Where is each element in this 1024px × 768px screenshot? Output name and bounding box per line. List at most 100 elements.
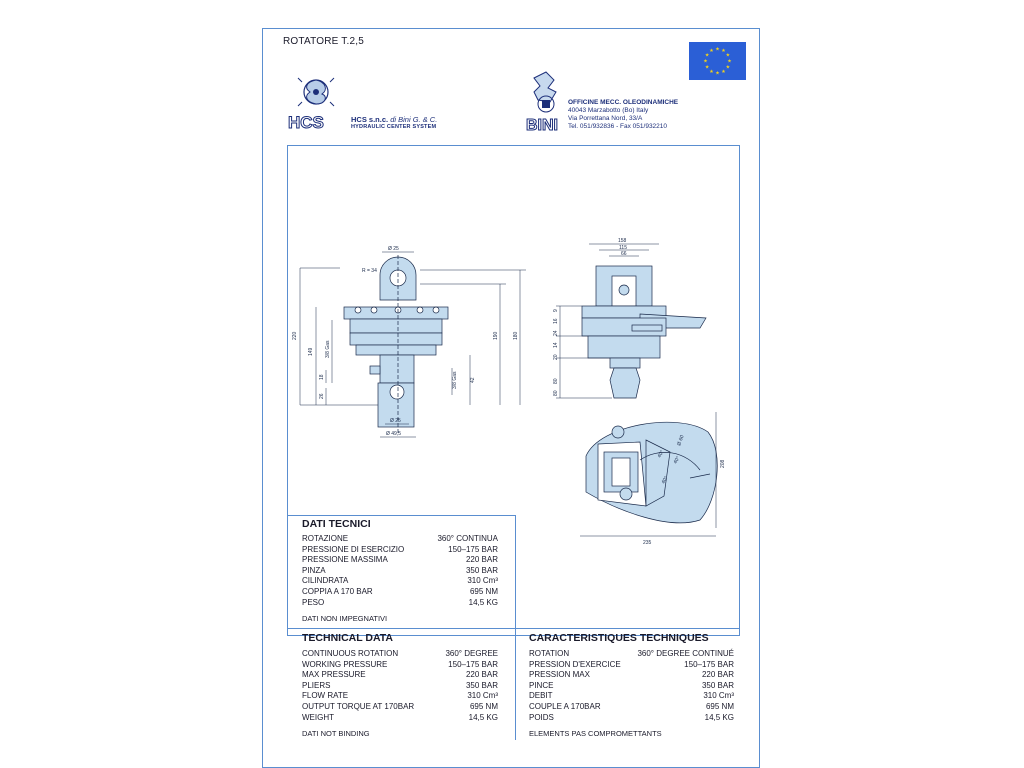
dim-side-24: 24 (553, 330, 559, 336)
dim-front-220: 220 (292, 331, 298, 340)
dim-front-3-8-gas-b: 3/8 Gas (452, 371, 458, 389)
spec-value: 360° DEGREE (445, 649, 498, 658)
eu-star-icon: ★ (721, 69, 726, 75)
eu-flag-icon: ★★★★★★★★★★★★ (689, 42, 746, 80)
drawing-frame (287, 145, 740, 636)
dim-side-80-b: 80 (553, 390, 559, 396)
spec-value: 310 Cm³ (467, 576, 498, 586)
bini-phone: Tel. 051/932836 - Fax 051/932210 (568, 123, 668, 130)
spec-label: PRESSION D'EXERCICE (529, 659, 621, 669)
bini-street: Via Porrettana Nord, 33/A (568, 115, 643, 122)
dim-side-66: 66 (621, 251, 627, 257)
fr-spec-list: ROTATION 360° DEGREE CONTINUÉ PRESSION D'E… (529, 649, 734, 723)
dim-front-190: 190 (493, 331, 499, 340)
hcs-logo-text: HCS (288, 113, 324, 132)
eu-star-icon: ★ (721, 48, 726, 54)
spec-label: WEIGHT (302, 712, 334, 722)
fr-note: ELEMENTS PAS COMPROMETTANTS (529, 729, 662, 738)
document-title: ROTATORE T.2,5 (283, 36, 364, 47)
hcs-logo-icon: HCS (288, 77, 335, 133)
dim-top-235: 235 (643, 540, 652, 546)
spec-row: WEIGHT 14,5 KG (302, 713, 498, 724)
spec-label: PINZA (302, 565, 326, 575)
spec-label: PRESSIONE MASSIMA (302, 555, 388, 565)
spec-row: ROTAZIONE 360° CONTINUA (302, 534, 498, 545)
dim-top-angle-1: 40° (657, 449, 666, 459)
spec-value: 310 Cm³ (467, 691, 498, 701)
spec-row: PLIERS 350 BAR (302, 681, 498, 692)
dim-front-42: 42 (470, 377, 476, 383)
fr-heading: CARACTERISTIQUES TECHNIQUES (529, 632, 709, 644)
spec-row: CILINDRATA 310 Cm³ (302, 576, 498, 587)
dim-top-angle-3: 40° (661, 475, 670, 485)
table-divider (287, 628, 740, 629)
en-fr-divider (515, 628, 516, 740)
it-heading: DATI TECNICI (302, 518, 371, 530)
spec-label: CILINDRATA (302, 576, 349, 586)
bini-logo-icon: BINI (526, 71, 559, 134)
spec-value: 360° DEGREE CONTINUÉ (637, 649, 734, 658)
spec-label: ROTAZIONE (302, 534, 349, 543)
dim-front-149: 149 (308, 347, 314, 356)
bini-logo-text: BINI (526, 117, 558, 134)
spec-label: CONTINUOUS ROTATION (302, 649, 399, 658)
spec-value: 350 BAR (465, 680, 498, 690)
spec-label: POIDS (529, 712, 554, 722)
it-note: DATI NON IMPEGNATIVI (302, 614, 388, 623)
en-note: DATI NOT BINDING (302, 729, 370, 738)
it-box-top (287, 515, 515, 516)
spec-label: PRESSION MAX (529, 670, 590, 680)
spec-value: 695 NM (469, 701, 498, 711)
spec-value: 350 BAR (701, 680, 734, 690)
dim-front-d49: Ø 49,5 (386, 431, 401, 437)
bini-address-block: OFFICINE MECC. OLEODINAMICHE 40043 Marza… (568, 99, 678, 131)
spec-label: PRESSIONE DI ESERCIZIO (302, 544, 405, 554)
spec-label: MAX PRESSURE (302, 670, 366, 680)
eu-star-icon: ★ (715, 71, 720, 77)
eu-star-icon: ★ (715, 47, 720, 53)
it-box-right (515, 515, 516, 628)
eu-star-icon: ★ (705, 65, 710, 71)
dim-front-180: 180 (513, 331, 519, 340)
spec-label: FLOW RATE (302, 691, 349, 701)
dim-side-80: 80 (553, 378, 559, 384)
dim-side-158: 158 (618, 238, 627, 244)
dim-top-angle-2: 40° (673, 455, 682, 465)
spec-value: 350 BAR (465, 565, 498, 575)
spec-row: POIDS 14,5 KG (529, 713, 734, 724)
dim-side-16: 16 (553, 318, 559, 324)
spec-row: PINZA 350 BAR (302, 566, 498, 577)
eu-star-icon: ★ (726, 65, 731, 71)
spec-value: 220 BAR (701, 670, 734, 680)
dim-side-9: 9 (553, 309, 559, 312)
spec-row: CONTINUOUS ROTATION 360° DEGREE (302, 649, 498, 660)
en-heading: TECHNICAL DATA (302, 632, 393, 644)
spec-value: 695 NM (705, 701, 734, 711)
dim-top-center: Ø 60 (676, 434, 685, 446)
spec-label: PLIERS (302, 680, 331, 690)
spec-value: 360° CONTINUA (437, 534, 498, 543)
spec-value: 150–175 BAR (448, 659, 498, 669)
eu-star-icon: ★ (727, 59, 732, 65)
spec-value: 14,5 KG (468, 712, 498, 722)
spec-label: PESO (302, 597, 325, 607)
en-spec-list: CONTINUOUS ROTATION 360° DEGREE WORKING PR… (302, 649, 498, 723)
dim-side-115: 115 (619, 245, 627, 251)
dim-front-26: 26 (319, 393, 325, 399)
eu-star-icon: ★ (703, 59, 708, 65)
spec-label: ROTATION (529, 649, 570, 658)
spec-row: ROTATION 360° DEGREE CONTINUÉ (529, 649, 734, 660)
spec-value: 14,5 KG (704, 712, 734, 722)
datasheet-page (262, 28, 760, 768)
bini-city: 40043 Marzabotto (Bo) Italy (568, 107, 649, 114)
spec-value: 695 NM (469, 586, 498, 596)
